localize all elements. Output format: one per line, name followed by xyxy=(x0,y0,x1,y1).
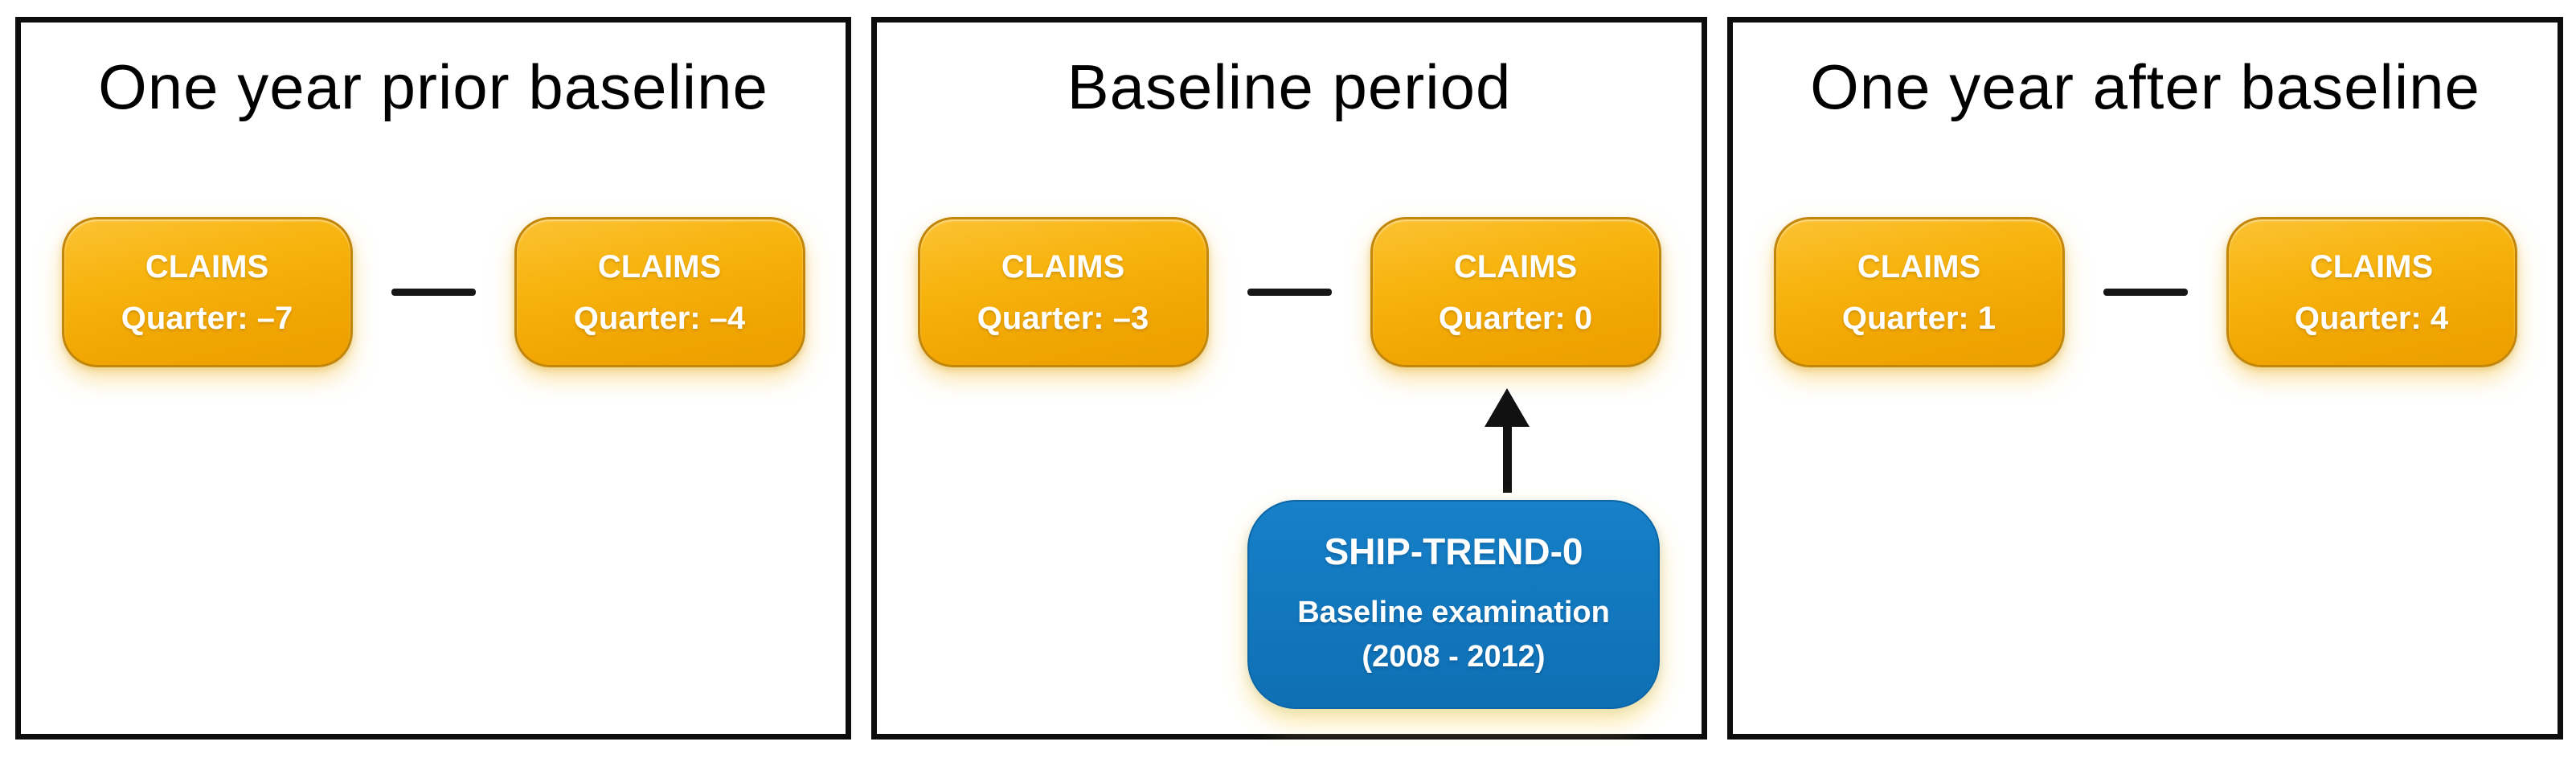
claims-box-label: CLAIMS xyxy=(1001,248,1125,285)
up-arrow-icon xyxy=(1485,388,1530,493)
callout-subtitle-line: Baseline examination xyxy=(1297,595,1610,629)
panel-title: One year after baseline xyxy=(1810,51,2480,122)
connector-line xyxy=(391,289,476,296)
panel-one-year-prior-baseline: One year prior baseline CLAIMS Quarter: … xyxy=(15,17,851,740)
claims-box-quarter-minus-3: CLAIMS Quarter: –3 xyxy=(917,217,1209,367)
panel-title: One year prior baseline xyxy=(98,51,768,122)
claims-box-quarter-4: CLAIMS Quarter: 4 xyxy=(2226,217,2517,367)
claims-box-label: CLAIMS xyxy=(597,248,722,285)
claims-box-quarter-0: CLAIMS Quarter: 0 xyxy=(1370,217,1661,367)
connector-line xyxy=(2103,289,2188,296)
claims-box-label: CLAIMS xyxy=(1857,248,1981,285)
claims-box-label: CLAIMS xyxy=(2309,248,2434,285)
quarter-label: Quarter: 1 xyxy=(1841,300,1997,336)
claims-box-quarter-minus-7: CLAIMS Quarter: –7 xyxy=(61,217,353,367)
quarter-label: Quarter: –7 xyxy=(121,300,293,336)
arrow-shaft xyxy=(1502,427,1512,493)
panel-one-year-after-baseline: One year after baseline CLAIMS Quarter: … xyxy=(1727,17,2563,740)
claims-box-label: CLAIMS xyxy=(1453,248,1578,285)
claims-row: CLAIMS Quarter: –7 CLAIMS Quarter: –4 xyxy=(21,217,846,367)
callout-title: SHIP-TREND-0 xyxy=(1324,531,1583,573)
connector-line xyxy=(1247,289,1332,296)
claims-row: CLAIMS Quarter: –3 CLAIMS Quarter: 0 xyxy=(877,217,1702,367)
panel-title: Baseline period xyxy=(1067,51,1512,122)
quarter-label: Quarter: –3 xyxy=(977,300,1149,336)
callout-subtitle: Baseline examination (2008 - 2012) xyxy=(1297,591,1610,679)
claims-box-quarter-1: CLAIMS Quarter: 1 xyxy=(1773,217,2065,367)
arrow-head xyxy=(1485,388,1530,427)
quarter-label: Quarter: 4 xyxy=(2294,300,2449,336)
claims-box-label: CLAIMS xyxy=(145,248,269,285)
panel-baseline-period: Baseline period CLAIMS Quarter: –3 CLAIM… xyxy=(871,17,1707,740)
quarter-label: Quarter: 0 xyxy=(1438,300,1593,336)
callout-years-line: (2008 - 2012) xyxy=(1362,639,1546,674)
quarter-label: Quarter: –4 xyxy=(573,300,746,336)
claims-row: CLAIMS Quarter: 1 CLAIMS Quarter: 4 xyxy=(1733,217,2558,367)
claims-box-quarter-minus-4: CLAIMS Quarter: –4 xyxy=(514,217,805,367)
ship-trend-0-callout: SHIP-TREND-0 Baseline examination (2008 … xyxy=(1247,500,1660,709)
